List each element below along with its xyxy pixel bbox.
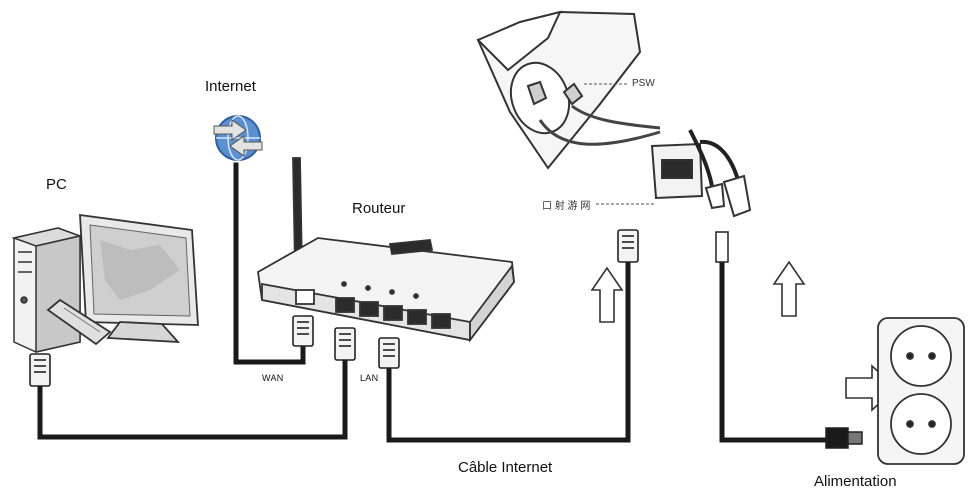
rj45-plug-icon — [29, 353, 51, 387]
label-pc: PC — [46, 176, 67, 193]
rj45-plug-icon — [334, 327, 356, 361]
label-camera-port: 口 射 游 网 — [542, 201, 591, 212]
cable-lan-to-camera — [386, 259, 631, 443]
rj45-plug-icon — [292, 315, 314, 347]
power-plug-icon — [715, 231, 863, 449]
pc-monitor-icon — [46, 213, 199, 346]
label-cable: Câble Internet — [458, 459, 553, 476]
label-router: Routeur — [352, 200, 406, 217]
rj45-plug-icon — [378, 337, 400, 369]
cable-pc-to-lan — [37, 357, 348, 440]
arrows — [590, 260, 898, 412]
rj45-plug-icon — [617, 229, 639, 263]
up-arrow-icon — [590, 266, 624, 323]
cable-power-to-camera — [719, 257, 833, 443]
cable-internet-to-wan — [233, 162, 306, 365]
label-wan: WAN — [262, 373, 284, 383]
camera-dc-connector — [722, 174, 752, 218]
label-camera-top: PSW — [632, 78, 655, 89]
pc-tower-icon — [11, 227, 83, 353]
leader-lines — [584, 83, 654, 205]
label-lan: LAN — [360, 373, 379, 383]
rj45-plugs — [29, 229, 639, 387]
label-internet: Internet — [205, 78, 256, 95]
up-arrow-icon — [772, 260, 806, 317]
wall-outlet-icon — [877, 317, 965, 465]
camera-icon — [476, 10, 752, 218]
internet-globe-icon — [213, 115, 263, 161]
router-icon — [257, 157, 515, 343]
cables — [37, 162, 833, 443]
label-power: Alimentation — [814, 473, 897, 490]
